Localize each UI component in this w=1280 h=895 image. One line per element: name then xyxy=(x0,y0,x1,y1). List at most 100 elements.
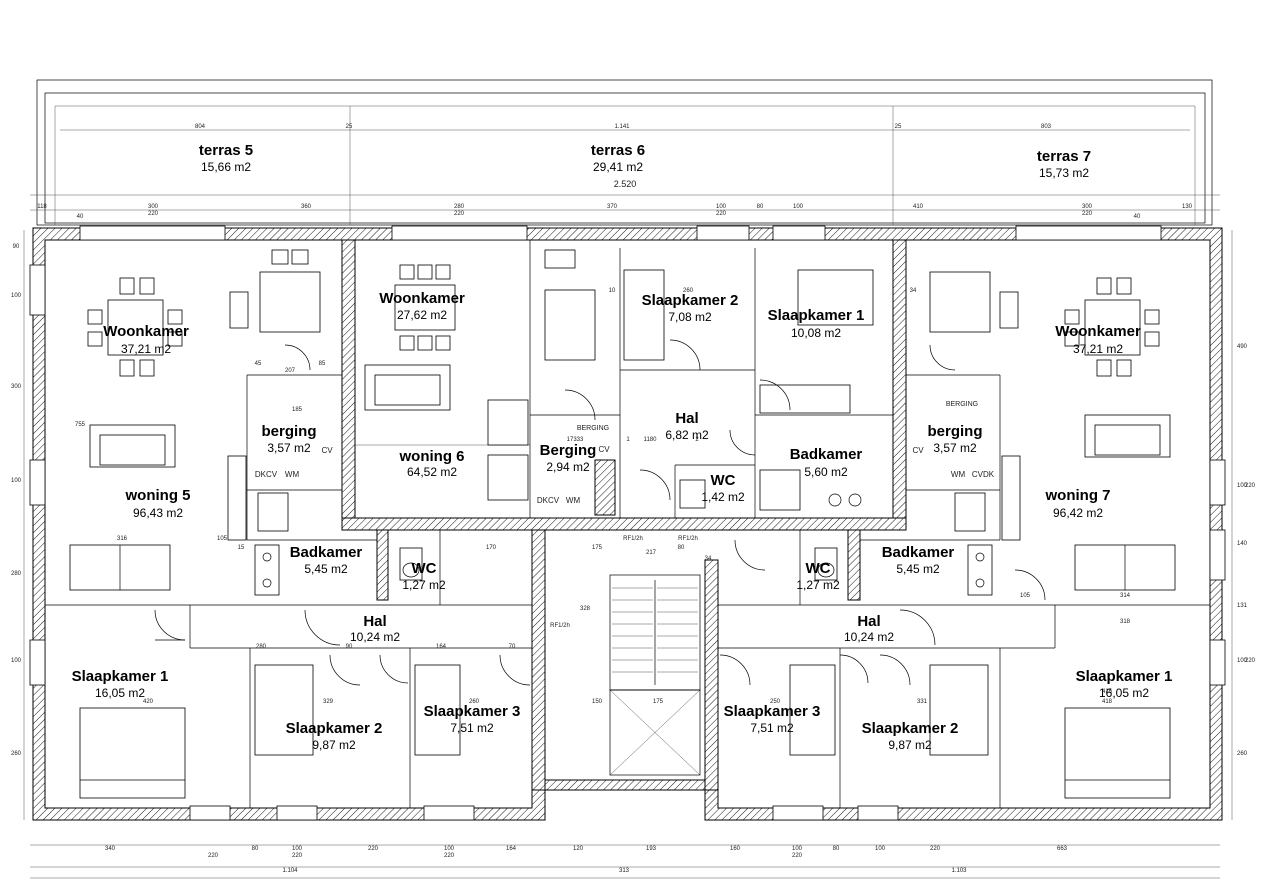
dim-bottom-a-10: 100 xyxy=(792,846,803,852)
terrace-6-name: terras 6 xyxy=(591,142,645,159)
furniture xyxy=(69,249,1176,799)
dim-terrace-total: 2.520 xyxy=(614,179,637,189)
w7-woonkamer-area: 37,21 m2 xyxy=(1073,342,1123,356)
dim-right-6: 100 xyxy=(1237,658,1248,664)
dim-right-7: 220 xyxy=(1245,658,1256,664)
dim-left-2: 100 xyxy=(11,293,22,299)
dim-int-12: 34 xyxy=(705,556,712,562)
dim-int-27: 150 xyxy=(592,699,603,705)
wm-label-w7: WM xyxy=(951,470,966,479)
dim-bottom-a-11: 80 xyxy=(833,846,840,852)
dim-int-13: 314 xyxy=(1120,593,1131,599)
w5-hal-name: Hal xyxy=(363,613,386,630)
dim-int-17: 90 xyxy=(346,644,353,650)
w7-woonkamer-name: Woonkamer xyxy=(1055,323,1141,340)
dim-bottom-b-3: 220 xyxy=(444,853,455,859)
w7-woning-name: woning 7 xyxy=(1045,487,1111,504)
w6-hal-area: 6,82 m2 xyxy=(665,428,709,442)
dim-int-21: 250 xyxy=(770,699,781,705)
dim-int-22: 331 xyxy=(917,699,928,705)
partitions xyxy=(45,240,1210,808)
w6-woning-area: 64,52 m2 xyxy=(407,465,457,479)
w5-wc-area: 1,27 m2 xyxy=(402,578,446,592)
dim-int-34: 260 xyxy=(683,288,694,294)
dim-top-terrace-3: 1.141 xyxy=(614,124,630,130)
w5-woning-area: 96,43 m2 xyxy=(133,506,183,520)
w7-hal-area: 10,24 m2 xyxy=(844,630,894,644)
w7-slaap2-name: Slaapkamer 2 xyxy=(862,720,959,737)
dim-top-terrace-4: 25 xyxy=(895,124,902,130)
dim-top-b-2: 220 xyxy=(454,211,465,217)
w5-slaap3-area: 7,51 m2 xyxy=(450,721,494,735)
dim-bottom-a-1: 340 xyxy=(105,846,116,852)
doors xyxy=(154,339,1046,686)
dim-left-3: 300 xyxy=(11,384,22,390)
dim-bottom-a-7: 120 xyxy=(573,846,584,852)
rf-label-3: RF1/2h xyxy=(550,623,570,629)
cv-label-w5: CV xyxy=(321,446,333,455)
dim-bottom-a-3: 100 xyxy=(292,846,303,852)
w5-berging-area: 3,57 m2 xyxy=(267,441,311,455)
dim-top-a-2: 360 xyxy=(301,204,312,210)
dim-int-29: 70 xyxy=(509,644,516,650)
w7-wc-name: WC xyxy=(806,560,831,577)
rf-label-1: RF1/2h xyxy=(623,536,643,542)
w6-berging-name: Berging xyxy=(540,442,597,459)
dim-bottom-a-4: 220 xyxy=(368,846,379,852)
dim-right-2: 220 xyxy=(1245,483,1256,489)
w7-wc-area: 1,27 m2 xyxy=(796,578,840,592)
rf-label-2: RF1/2h xyxy=(678,536,698,542)
dim-right-1: 490 xyxy=(1237,344,1248,350)
dim-int-26: 328 xyxy=(580,606,591,612)
w7-hal-name: Hal xyxy=(857,613,880,630)
w6-badkamer-name: Badkamer xyxy=(790,446,863,463)
cv-label-w7: CV xyxy=(912,446,924,455)
dim-top-a-8: 410 xyxy=(913,204,924,210)
dim-right-3: 100 xyxy=(1237,483,1248,489)
dim-top-a-5: 100 xyxy=(716,204,727,210)
dim-int-14: 105 xyxy=(1020,593,1031,599)
dim-int-2: 207 xyxy=(285,368,296,374)
dim-bottom-a-13: 220 xyxy=(930,846,941,852)
dim-right-5: 131 xyxy=(1237,603,1248,609)
w6-slaap1-area: 10,08 m2 xyxy=(791,326,841,340)
dim-top-edge-2: 40 xyxy=(77,214,84,220)
dim-top-terrace-2: 25 xyxy=(346,124,353,130)
w6-slaap2-name: Slaapkamer 2 xyxy=(642,292,739,309)
w7-slaap1-name: Slaapkamer 1 xyxy=(1076,668,1173,685)
dim-bottom-a-9: 160 xyxy=(730,846,741,852)
terrace-labels: terras 5 15,66 m2 terras 6 29,41 m2 terr… xyxy=(199,142,1091,180)
terrace-5-area: 15,66 m2 xyxy=(201,160,251,174)
dim-int-18: 164 xyxy=(436,644,447,650)
w7-badkamer-name: Badkamer xyxy=(882,544,955,561)
dim-int-11: 80 xyxy=(678,545,685,551)
w5-woonkamer-name: Woonkamer xyxy=(103,323,189,340)
w6-wc-name: WC xyxy=(711,472,736,489)
w5-slaap2-area: 9,87 m2 xyxy=(312,738,356,752)
dim-int-19: 329 xyxy=(323,699,334,705)
cv-label-w6: CV xyxy=(598,445,610,454)
dim-int-3: 85 xyxy=(319,361,326,367)
dim-int-4: 185 xyxy=(292,407,303,413)
dim-bottom-a-5: 100 xyxy=(444,846,455,852)
w6-badkamer-area: 5,60 m2 xyxy=(804,465,848,479)
dim-int-16: 280 xyxy=(256,644,267,650)
dim-top-b-1: 220 xyxy=(148,211,159,217)
w6-woning-name: woning 6 xyxy=(399,448,465,465)
dim-bottom-b-4: 220 xyxy=(792,853,803,859)
dim-int-35: 2 xyxy=(695,437,699,443)
w7-woning-area: 96,42 m2 xyxy=(1053,506,1103,520)
dim-top-a-10: 130 xyxy=(1182,204,1193,210)
w5-berging-name: berging xyxy=(262,423,317,440)
w5-woonkamer-area: 37,21 m2 xyxy=(121,342,171,356)
windows xyxy=(29,225,1226,821)
dkcv-label-w5: DKCV xyxy=(255,470,278,479)
dim-int-25: 418 xyxy=(1102,699,1113,705)
dim-bottom-a-8: 193 xyxy=(646,846,657,852)
w5-wc-name: WC xyxy=(412,560,437,577)
dim-top-a-1: 300 xyxy=(148,204,159,210)
dim-left-4: 755 xyxy=(75,422,86,428)
dim-int-28: 175 xyxy=(653,699,664,705)
w5-woning-name: woning 5 xyxy=(125,487,191,504)
